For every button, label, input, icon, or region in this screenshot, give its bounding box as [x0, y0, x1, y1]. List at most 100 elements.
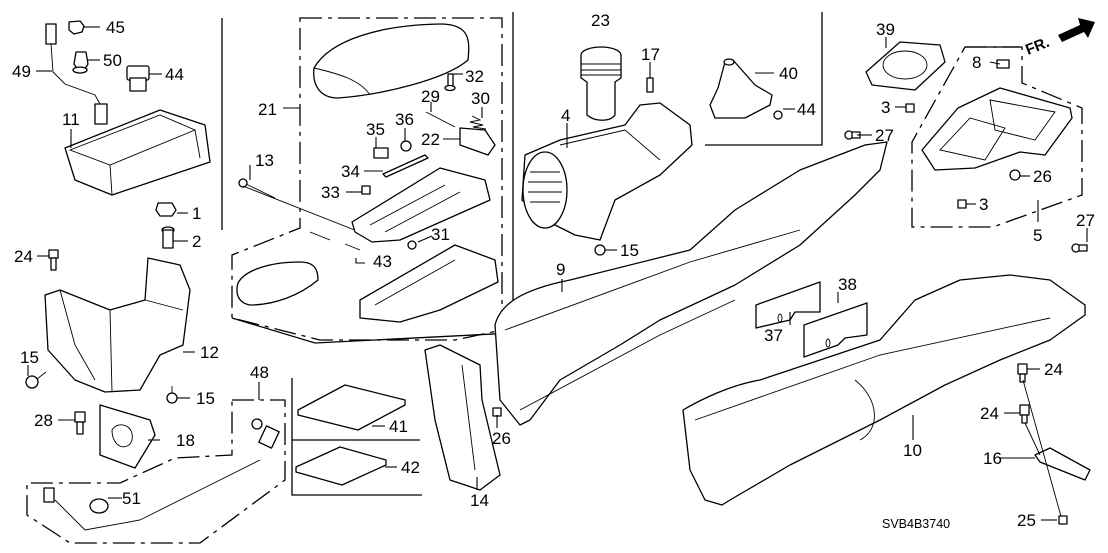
callout-15-cup: 15	[620, 241, 639, 260]
callout-38: 38	[838, 275, 857, 294]
part-33-clip	[361, 185, 371, 195]
part-38-pad	[803, 302, 868, 358]
callout-34: 34	[341, 162, 360, 181]
part-34-rack	[382, 154, 429, 178]
part-26-clip-right	[1009, 169, 1021, 181]
shift-boot-group-frame	[705, 12, 823, 146]
part-37-pad	[755, 281, 821, 329]
callout-16: 17	[641, 45, 660, 64]
callout-33: 33	[321, 183, 340, 202]
part-armrest-hinge-base	[351, 167, 491, 243]
part-49-harness	[45, 23, 108, 125]
part-43-springs	[309, 231, 361, 251]
callout-3-upper: 3	[881, 98, 890, 117]
callout-15-mid: 15	[196, 389, 215, 408]
callout-37: 37	[764, 326, 783, 345]
callout-27-upper: 27	[875, 126, 894, 145]
callout-1: 1	[192, 204, 201, 223]
callout-4: 4	[561, 106, 570, 125]
part-35-block	[373, 147, 389, 159]
part-42-pad	[295, 446, 387, 486]
part-23-cup-insert	[580, 46, 622, 121]
part-30-spring	[469, 115, 487, 130]
callout-12: 12	[200, 343, 219, 362]
part-armrest-lower-cover	[359, 244, 499, 323]
callout-29: 29	[421, 87, 440, 106]
part-48-harness	[43, 418, 280, 531]
front-label: FR.	[1023, 34, 1052, 59]
callout-51: 51	[122, 489, 141, 508]
armrest-subassembly-box	[231, 17, 503, 341]
callout-39: 39	[876, 20, 895, 39]
callout-48: 48	[250, 363, 269, 382]
leader-lines	[27, 26, 1088, 521]
callout-50: 50	[103, 51, 122, 70]
callout-8: 8	[972, 53, 981, 72]
shift-panel-dashed-box	[911, 46, 1083, 228]
part-18-bracket	[99, 404, 156, 469]
part-13-end-cap	[424, 344, 501, 491]
part-44-clip	[773, 110, 783, 120]
front-direction-indicator: FR.	[1023, 18, 1095, 59]
callout-18: 18	[176, 431, 195, 450]
callout-31: 31	[431, 225, 450, 244]
part-24-bolt-right-upper	[1017, 363, 1028, 383]
part-17-bracket	[1022, 379, 1091, 521]
part-32-screw	[444, 73, 456, 92]
callout-13: 14	[470, 491, 489, 510]
part-10-console-side-panel-right	[682, 274, 1086, 506]
callout-40: 40	[779, 64, 798, 83]
callout-26-right: 26	[1033, 167, 1052, 186]
callout-32: 32	[465, 67, 484, 86]
callout-labels: 45 50 44 49 11 1 2 24 12 15 15 28 18 48 …	[12, 11, 1095, 530]
part-39-shift-bezel	[865, 41, 946, 91]
part-15-screw-mid	[166, 386, 178, 404]
part-4-cup-holder	[521, 102, 693, 241]
callout-35: 35	[366, 120, 385, 139]
front-arrow-icon	[1058, 18, 1095, 42]
callout-43: 43	[373, 252, 392, 271]
callout-21: 21	[258, 100, 277, 119]
callout-42: 42	[401, 458, 420, 477]
part-29-pin	[425, 111, 456, 128]
callout-14: 13	[255, 151, 274, 170]
part-50-clip	[72, 51, 89, 74]
part-15-screw-left	[25, 371, 47, 389]
part-2-socket	[161, 226, 175, 249]
part-51-clamp	[89, 498, 109, 514]
part-28-bolt	[74, 411, 86, 435]
part-25-nut	[1058, 515, 1068, 525]
callout-25: 25	[1017, 511, 1036, 530]
part-8-clip	[996, 59, 1010, 69]
callout-45: 44	[165, 65, 184, 84]
callout-46: 45	[106, 18, 125, 37]
callout-24-right-upper: 24	[1044, 360, 1063, 379]
callout-17: 16	[983, 449, 1002, 468]
callout-23: 23	[591, 11, 610, 30]
part-40-shift-boot	[709, 58, 773, 119]
part-1-cap	[155, 202, 177, 217]
callout-24-right-lower: 24	[980, 404, 999, 423]
callout-41: 41	[389, 417, 408, 436]
callout-49: 49	[12, 62, 31, 81]
armrest-group-frame-outer	[231, 12, 514, 344]
part-24-bolt-left	[48, 249, 59, 271]
part-27-screw-upper	[844, 130, 861, 140]
part-31-screw	[407, 240, 417, 250]
callout-36: 36	[395, 110, 414, 129]
part-27-screw-right	[1071, 243, 1088, 253]
pads-group-frame	[291, 378, 422, 496]
part-41-pad	[297, 384, 406, 431]
part-16-screw	[646, 77, 654, 93]
callout-27-right: 27	[1076, 211, 1095, 230]
part-26-clip-left	[492, 407, 502, 417]
part-12-console-bracket	[44, 257, 191, 393]
callout-15-left: 15	[20, 348, 39, 367]
part-3-clip-upper	[905, 103, 915, 113]
part-21-armrest-lid	[313, 23, 470, 99]
part-3-clip-lower	[957, 199, 967, 209]
part-armrest-pad	[236, 261, 319, 306]
callout-22: 22	[421, 130, 440, 149]
harness-subassembly-box	[26, 399, 286, 544]
